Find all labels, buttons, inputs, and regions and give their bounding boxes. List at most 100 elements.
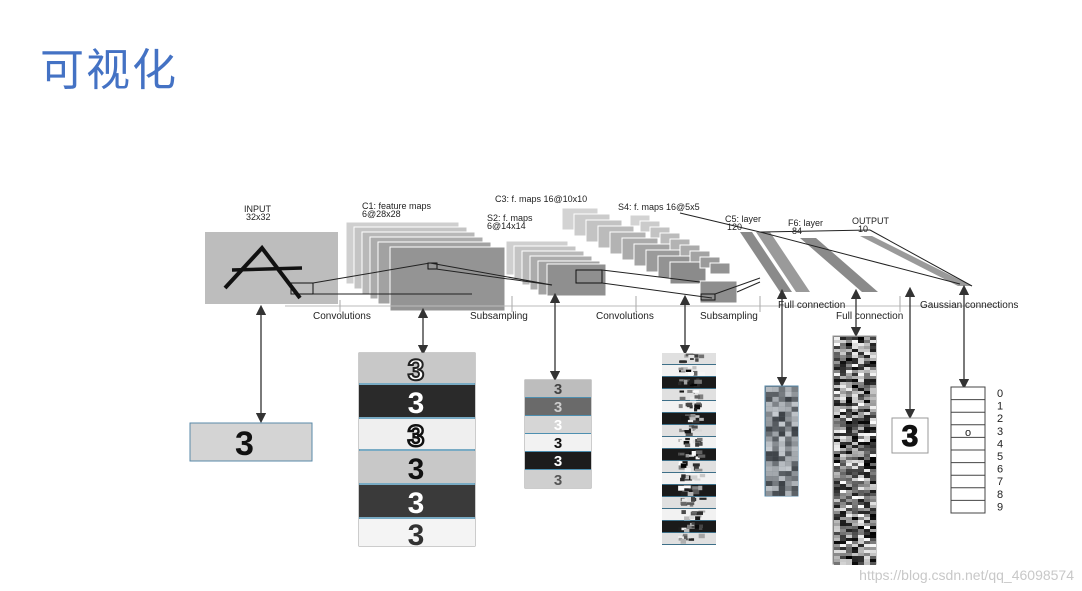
c1-feature-maps <box>345 221 506 312</box>
f6-cell <box>840 382 846 385</box>
f6-cell <box>840 544 846 547</box>
f6-cell <box>840 523 846 526</box>
f6-cell <box>864 343 870 346</box>
f6-cell <box>858 466 864 469</box>
f6-cell <box>870 466 876 469</box>
f6-cell <box>840 409 846 412</box>
f6-cell <box>870 562 876 565</box>
f6-cell <box>870 373 876 376</box>
f6-cell <box>846 499 852 502</box>
f6-cell <box>858 442 864 445</box>
f6-cell <box>846 430 852 433</box>
c3-noise <box>693 370 698 376</box>
f6-cell <box>840 541 846 544</box>
c5-cell <box>772 401 779 407</box>
f6-cell <box>846 403 852 406</box>
c1-digit: 3 <box>408 420 425 453</box>
f6-cell <box>852 544 858 547</box>
c3-noise <box>690 511 699 516</box>
f6-cell <box>858 556 864 559</box>
op-convolutions-2: Convolutions <box>596 311 654 322</box>
f6-cell <box>846 355 852 358</box>
f6-cell <box>846 394 852 397</box>
f6-cell <box>846 547 852 550</box>
f6-cell <box>852 397 858 400</box>
f6-cell <box>846 493 852 496</box>
c5-cell <box>785 396 792 402</box>
c5-cell <box>791 401 798 407</box>
output-class-label: 6 <box>997 464 1003 476</box>
f6-cell <box>864 511 870 514</box>
f6-cell <box>852 391 858 394</box>
f6-cell <box>840 511 846 514</box>
f6-cell <box>852 469 858 472</box>
f6-cell <box>864 385 870 388</box>
c3-noise <box>698 371 706 376</box>
f6-cell <box>870 532 876 535</box>
f6-cell <box>834 535 840 538</box>
f6-cell <box>840 361 846 364</box>
c5-cell <box>772 387 779 392</box>
output-bitmap: 3 <box>891 417 929 454</box>
c1-digit: 3 <box>408 387 425 420</box>
f6-cell <box>864 433 870 436</box>
f6-cell <box>852 463 858 466</box>
f6-cell <box>846 532 852 535</box>
c5-cell <box>778 446 786 452</box>
c5-cell <box>766 436 773 442</box>
c5-cell <box>772 411 779 417</box>
f6-cell <box>840 535 846 538</box>
label-input-size: 32x32 <box>246 212 271 222</box>
f6-cell <box>870 361 876 364</box>
active-class-marker: o <box>965 427 971 439</box>
c3-noise <box>684 428 692 434</box>
c3-noise <box>699 417 704 421</box>
f6-cell <box>840 481 846 484</box>
f6-cell <box>846 391 852 394</box>
c5-cell <box>766 451 773 457</box>
c5-cell <box>778 401 786 407</box>
c5-cell <box>785 451 792 457</box>
f6-cell <box>846 415 852 418</box>
f6-cell <box>852 541 858 544</box>
f6-cell <box>852 499 858 502</box>
c3-noise <box>692 390 699 393</box>
c5-cell <box>772 431 779 437</box>
f6-cell <box>852 514 858 517</box>
f6-cell <box>858 550 864 553</box>
f6-cell <box>846 511 852 514</box>
f6-cell <box>852 493 858 496</box>
c3-noise <box>691 511 697 514</box>
f6-cell <box>840 547 846 550</box>
f6-cell <box>864 466 870 469</box>
f6-cell <box>840 442 846 445</box>
f6-cell <box>846 439 852 442</box>
c5-cell <box>791 416 798 422</box>
f6-cell <box>870 439 876 442</box>
f6-cell <box>864 364 870 367</box>
f6-cell <box>858 499 864 502</box>
c5-cell <box>772 436 779 442</box>
c3-noise <box>683 379 688 385</box>
c5-cell <box>766 481 773 486</box>
f6-cell <box>858 508 864 511</box>
c5-cell <box>772 446 779 452</box>
f6-cell <box>852 388 858 391</box>
f6-cell <box>864 499 870 502</box>
c3-noise <box>679 390 685 393</box>
c5-cell <box>791 411 798 417</box>
f6-cell <box>858 382 864 385</box>
f6-cell <box>834 343 840 346</box>
f6-cell <box>864 550 870 553</box>
c5-cell <box>785 416 792 422</box>
f6-cell <box>852 358 858 361</box>
f6-cell <box>840 373 846 376</box>
f6-cell <box>852 361 858 364</box>
f6-cell <box>858 502 864 505</box>
c3-noise <box>680 501 687 505</box>
f6-cell <box>852 412 858 415</box>
f6-cell <box>864 502 870 505</box>
c5-cell <box>791 481 798 486</box>
c3-noise <box>698 527 703 531</box>
f6-cell <box>840 427 846 430</box>
